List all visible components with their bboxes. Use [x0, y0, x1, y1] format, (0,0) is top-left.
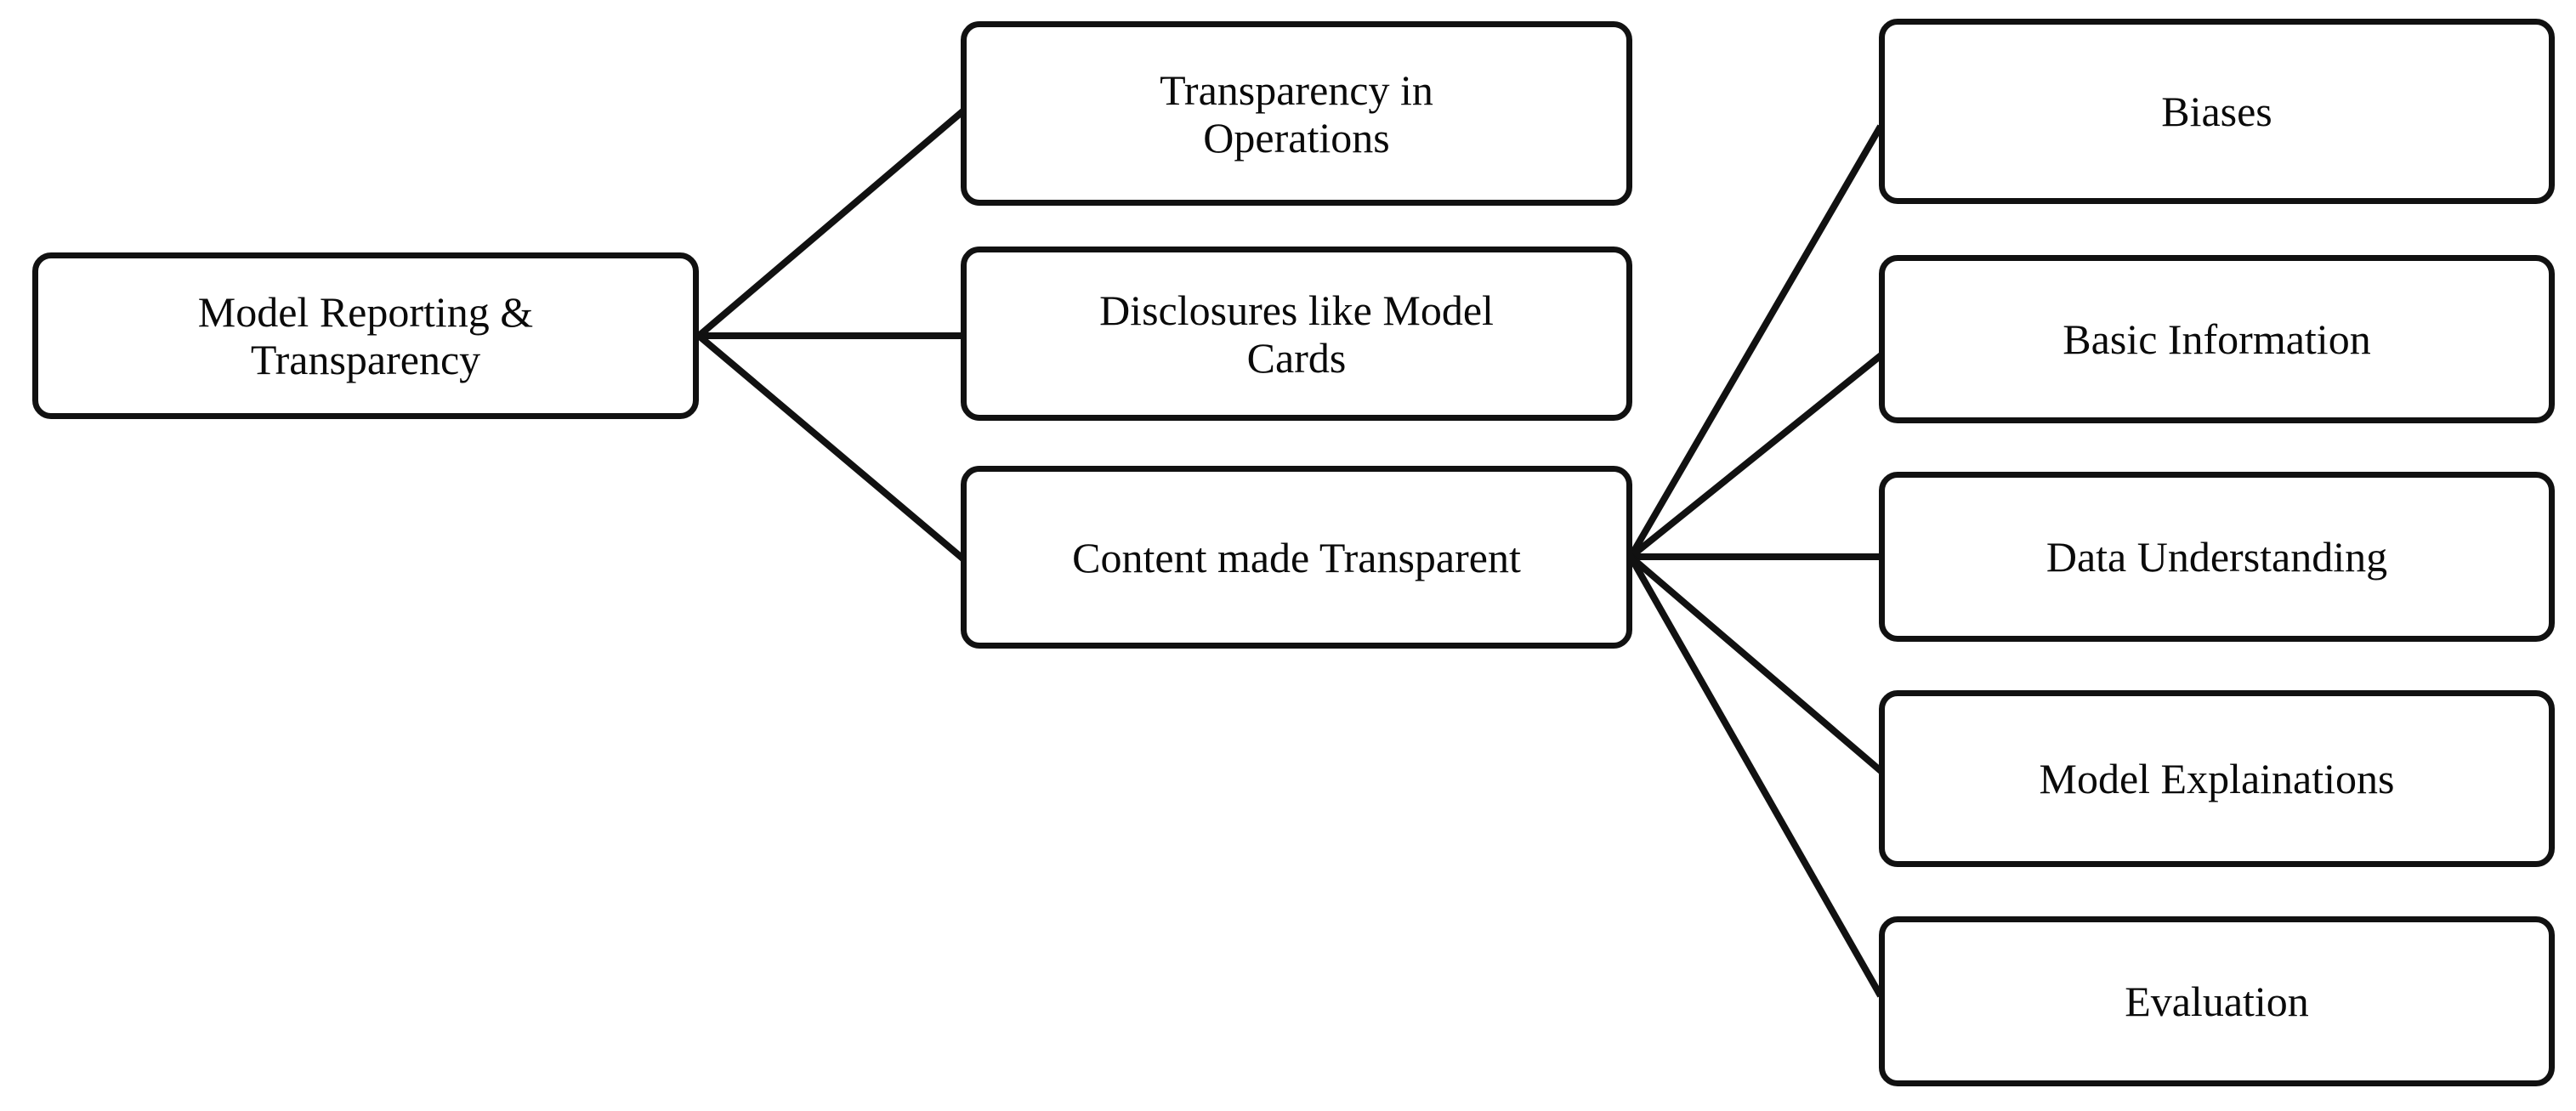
node-model-explainations[interactable]: Model Explainations	[1879, 690, 2555, 867]
node-root-label: Model Reporting & Transparency	[197, 288, 534, 383]
edge-root-to-branch-content-made-transparent	[694, 331, 966, 562]
node-model-explainations-label: Model Explainations	[2039, 755, 2395, 802]
node-transparency-in-operations-label: Transparency in Operations	[1160, 65, 1433, 162]
node-data-understanding[interactable]: Data Understanding	[1879, 472, 2555, 642]
node-biases[interactable]: Biases	[1879, 19, 2555, 204]
node-evaluation-label: Evaluation	[2125, 978, 2309, 1025]
edge-root-to-branch-transparency-operations	[694, 108, 966, 341]
node-content-made-transparent-label: Content made Transparent	[1072, 533, 1521, 581]
node-basic-information-label: Basic Information	[2063, 315, 2371, 363]
node-root[interactable]: Model Reporting & Transparency	[32, 252, 699, 419]
node-basic-information[interactable]: Basic Information	[1879, 255, 2555, 423]
edge-branch-content-made-transparent-to-leaf-model-explainations	[1626, 552, 1884, 774]
node-evaluation[interactable]: Evaluation	[1879, 916, 2555, 1086]
edge-branch-content-made-transparent-to-leaf-biases	[1626, 124, 1884, 562]
node-transparency-in-operations[interactable]: Transparency in Operations	[961, 21, 1632, 206]
node-biases-label: Biases	[2161, 88, 2272, 135]
node-data-understanding-label: Data Understanding	[2045, 533, 2388, 581]
node-disclosures-like-model-cards[interactable]: Disclosures like Model Cards	[961, 247, 1632, 421]
edge-branch-content-made-transparent-to-leaf-evaluation	[1626, 552, 1884, 998]
node-content-made-transparent[interactable]: Content made Transparent	[961, 466, 1632, 649]
edge-branch-content-made-transparent-to-leaf-basic-information	[1626, 352, 1884, 562]
node-disclosures-like-model-cards-label: Disclosures like Model Cards	[1099, 286, 1494, 382]
